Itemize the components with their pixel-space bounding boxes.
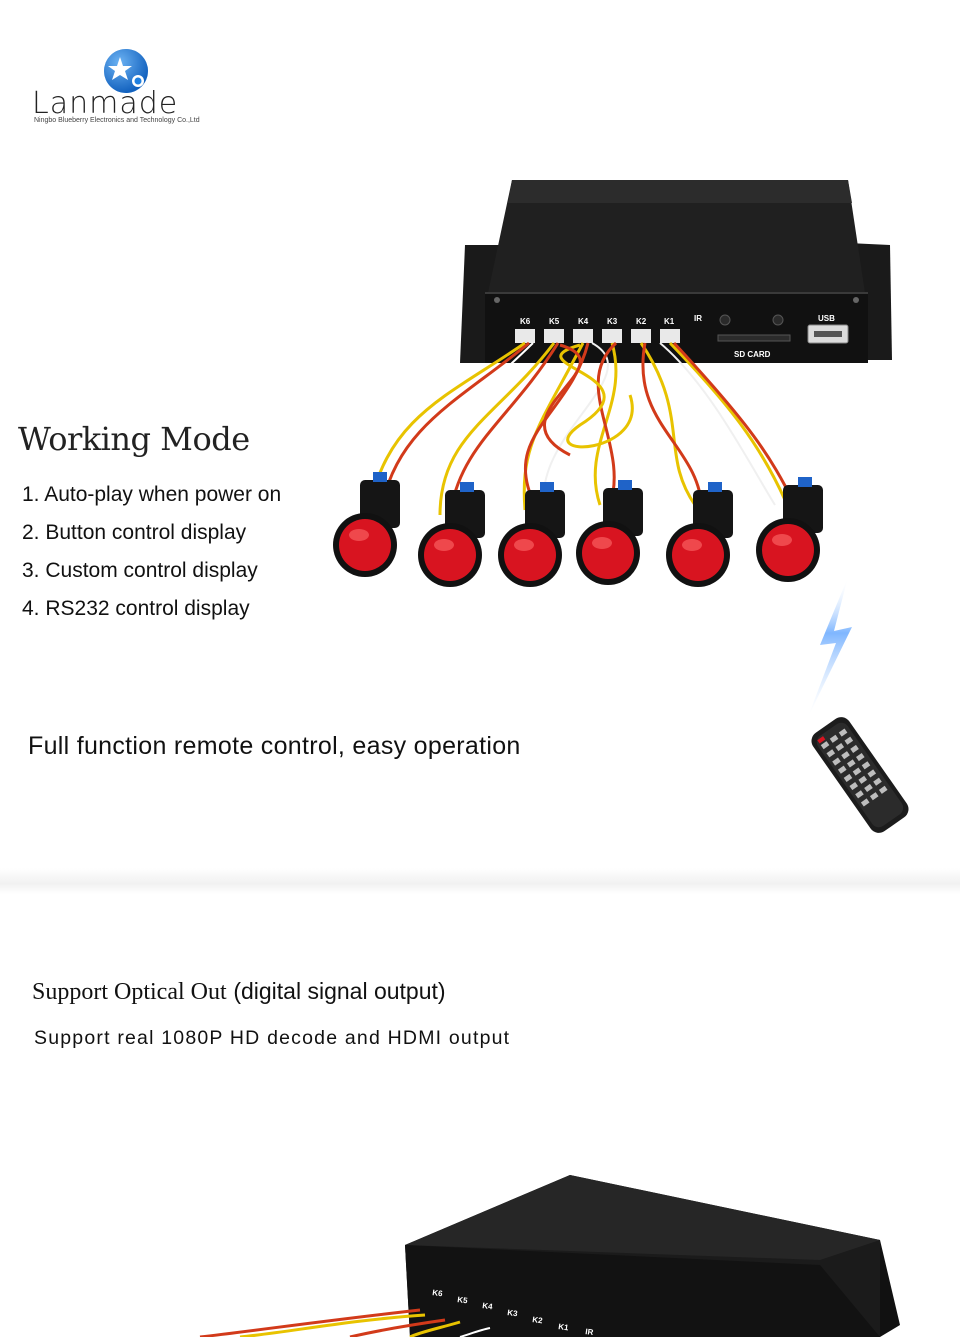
bottom-port-k4: K4 bbox=[482, 1301, 494, 1311]
media-player-bottom-image: K6 K5 K4 K3 K2 K1 IR bbox=[199, 1175, 900, 1337]
sd-card-label: SD CARD bbox=[734, 350, 771, 359]
port-label-k2: K2 bbox=[636, 317, 647, 326]
bottom-port-k2: K2 bbox=[532, 1315, 544, 1325]
logo-brand: Lanmade bbox=[32, 86, 179, 121]
optical-out-sans: (digital signal output) bbox=[233, 978, 446, 1004]
lanmade-logo-icon bbox=[104, 49, 148, 93]
bottom-port-ir: IR bbox=[585, 1327, 594, 1337]
usb-label: USB bbox=[818, 314, 835, 323]
list-item: 3. Custom control display bbox=[22, 559, 258, 582]
bottom-port-k5: K5 bbox=[457, 1295, 469, 1305]
remote-control-icon bbox=[811, 717, 909, 833]
working-mode-title: Working Mode bbox=[18, 420, 250, 458]
optical-out-heading: Support Optical Out (digital signal outp… bbox=[32, 978, 446, 1006]
media-player-with-buttons-image: K6 K5 K4 K3 K2 K1 IR USB SD CARD bbox=[333, 180, 892, 587]
bottom-port-k3: K3 bbox=[507, 1308, 519, 1318]
port-label-k5: K5 bbox=[549, 317, 560, 326]
list-item: 4. RS232 control display bbox=[22, 597, 250, 620]
port-label-k4: K4 bbox=[578, 317, 589, 326]
list-item: 1. Auto-play when power on bbox=[22, 483, 282, 506]
port-label-k3: K3 bbox=[607, 317, 618, 326]
push-buttons bbox=[333, 472, 823, 587]
ir-label: IR bbox=[694, 314, 702, 323]
remote-control-text: Full function remote control, easy opera… bbox=[28, 732, 521, 760]
logo-company: Ningbo Blueberry Electronics and Technol… bbox=[34, 117, 200, 124]
optical-out-serif: Support Optical Out bbox=[32, 979, 227, 1005]
port-label-k1: K1 bbox=[664, 317, 675, 326]
port-label-k6: K6 bbox=[520, 317, 531, 326]
hd-decode-text: Support real 1080P HD decode and HDMI ou… bbox=[34, 1027, 511, 1049]
bottom-port-k6: K6 bbox=[432, 1288, 444, 1298]
working-mode-list: 1. Auto-play when power on 2. Button con… bbox=[22, 476, 281, 628]
lightning-icon bbox=[808, 577, 852, 717]
bottom-port-k1: K1 bbox=[558, 1322, 570, 1332]
section-divider bbox=[0, 868, 960, 894]
list-item: 2. Button control display bbox=[22, 521, 247, 544]
